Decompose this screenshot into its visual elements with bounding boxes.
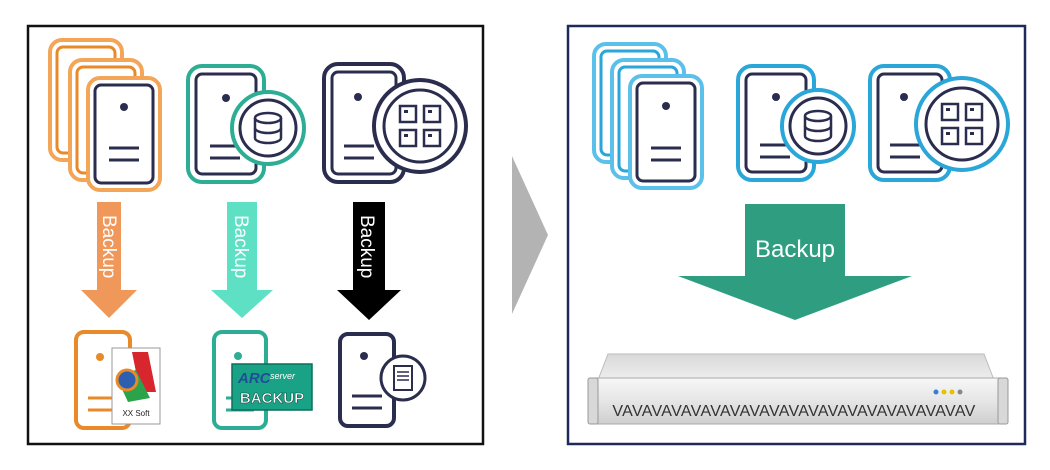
backup-arrow-green: [678, 204, 912, 320]
arcserve-brand: ARC: [237, 370, 272, 387]
backup-arrow-teal: [211, 202, 273, 318]
storage-server-icon-blue: [868, 64, 1010, 182]
database-server-icon: [186, 64, 306, 184]
database-server-icon-blue: [736, 64, 856, 182]
backup-arrow-black: [337, 202, 401, 320]
backup-server-storage-device: [338, 332, 427, 428]
backup-arrow-orange: [81, 202, 137, 318]
backup-arrow-green-label: Backup: [755, 236, 835, 263]
server-stack-icon: [48, 38, 162, 192]
backup-server-arcserve: ARC server BACKUP: [212, 330, 313, 430]
storage-device-icon: [393, 365, 413, 391]
backup-arrow-black-label: Backup: [356, 215, 377, 278]
backup-server-xx-soft: XX Soft: [74, 330, 161, 430]
backup-arrow-orange-label: Backup: [98, 215, 119, 278]
xx-soft-label: XX Soft: [122, 409, 150, 418]
appliance-icon: VAVAVAVAVAVAVAVAVAVAVAVAVAVAVAVAVAVAV: [587, 353, 1009, 425]
arcserve-backup: BACKUP: [240, 390, 304, 407]
backup-arrow-teal-label: Backup: [230, 215, 251, 278]
appliance-vents: VAVAVAVAVAVAVAVAVAVAVAVAVAVAVAVAVAVAV: [612, 403, 975, 420]
arcserve-logo: [231, 363, 313, 411]
storage-server-icon: [322, 62, 468, 184]
arcserve-server: server: [270, 371, 296, 381]
chevron-right-icon: [512, 156, 548, 314]
server-stack-icon-blue: [592, 42, 704, 190]
